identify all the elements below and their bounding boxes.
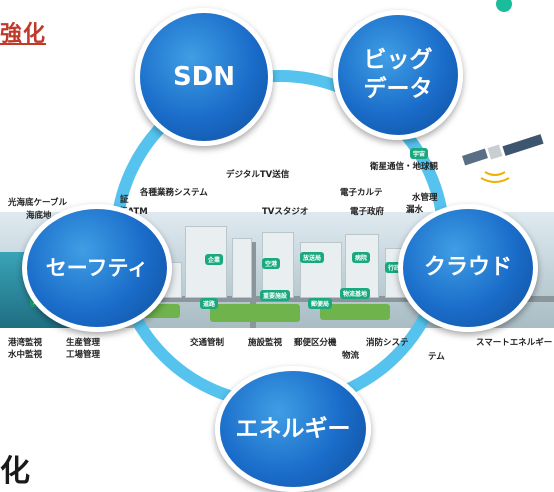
bottom-heading-fragment: 化 (0, 454, 30, 489)
node-sdn: SDN (135, 8, 273, 146)
tag-space: 宇宙 (410, 148, 429, 159)
label-logistics: 物流 (342, 351, 360, 361)
tag-broadcast: 放送局 (300, 252, 325, 263)
label-water2: 漏水 (406, 205, 424, 215)
label-satellite: 衛星通信・地球観 (370, 162, 439, 172)
label-postal: 郵便区分機 (294, 338, 337, 348)
label-facility: 施設監視 (248, 338, 283, 348)
tag-logistics-base: 物流基地 (340, 288, 371, 299)
tag-road: 道路 (200, 298, 219, 309)
label-disaster: 消防システ (366, 338, 409, 348)
node-energy: エネルギー (215, 366, 371, 492)
node-bigdata: ビッグ データ (333, 10, 463, 140)
tag-post: 郵便局 (308, 298, 333, 309)
label-factory: 工場管理 (66, 350, 101, 360)
node-cloud: クラウド (398, 204, 538, 332)
label-port: 港湾監視 (8, 338, 43, 348)
label-production: 生産管理 (66, 338, 101, 348)
satellite-icon (462, 134, 544, 183)
label-biz-system: 各種業務システム (140, 188, 208, 198)
label-e-gov: 電子政府 (350, 207, 385, 217)
tag-hospital: 病院 (352, 252, 371, 263)
label-cable: 光海底ケーブル (8, 198, 67, 208)
label-cable2: 海底地 (26, 211, 52, 221)
tag-company: 企業 (205, 254, 224, 265)
label-underwater: 水中監視 (8, 350, 43, 360)
label-smart-energy: スマートエネルギー (476, 338, 553, 348)
heading-fragment: 強化 (0, 22, 47, 47)
bullet-dot (496, 0, 512, 12)
label-water: 水管理 (412, 193, 438, 203)
label-cert: 証 (120, 195, 129, 205)
label-digital-tv: デジタルTV送信 (226, 170, 290, 180)
label-system-frag: テム (428, 352, 445, 362)
node-safety: セーフティ (22, 204, 172, 332)
tag-important: 重要施設 (260, 290, 291, 301)
tag-admin: 行政 (385, 262, 404, 273)
label-traffic: 交通管制 (190, 338, 225, 348)
label-e-karte: 電子カルテ (340, 188, 383, 198)
tag-airport: 空港 (262, 258, 281, 269)
label-tv-studio: TVスタジオ (262, 207, 309, 217)
